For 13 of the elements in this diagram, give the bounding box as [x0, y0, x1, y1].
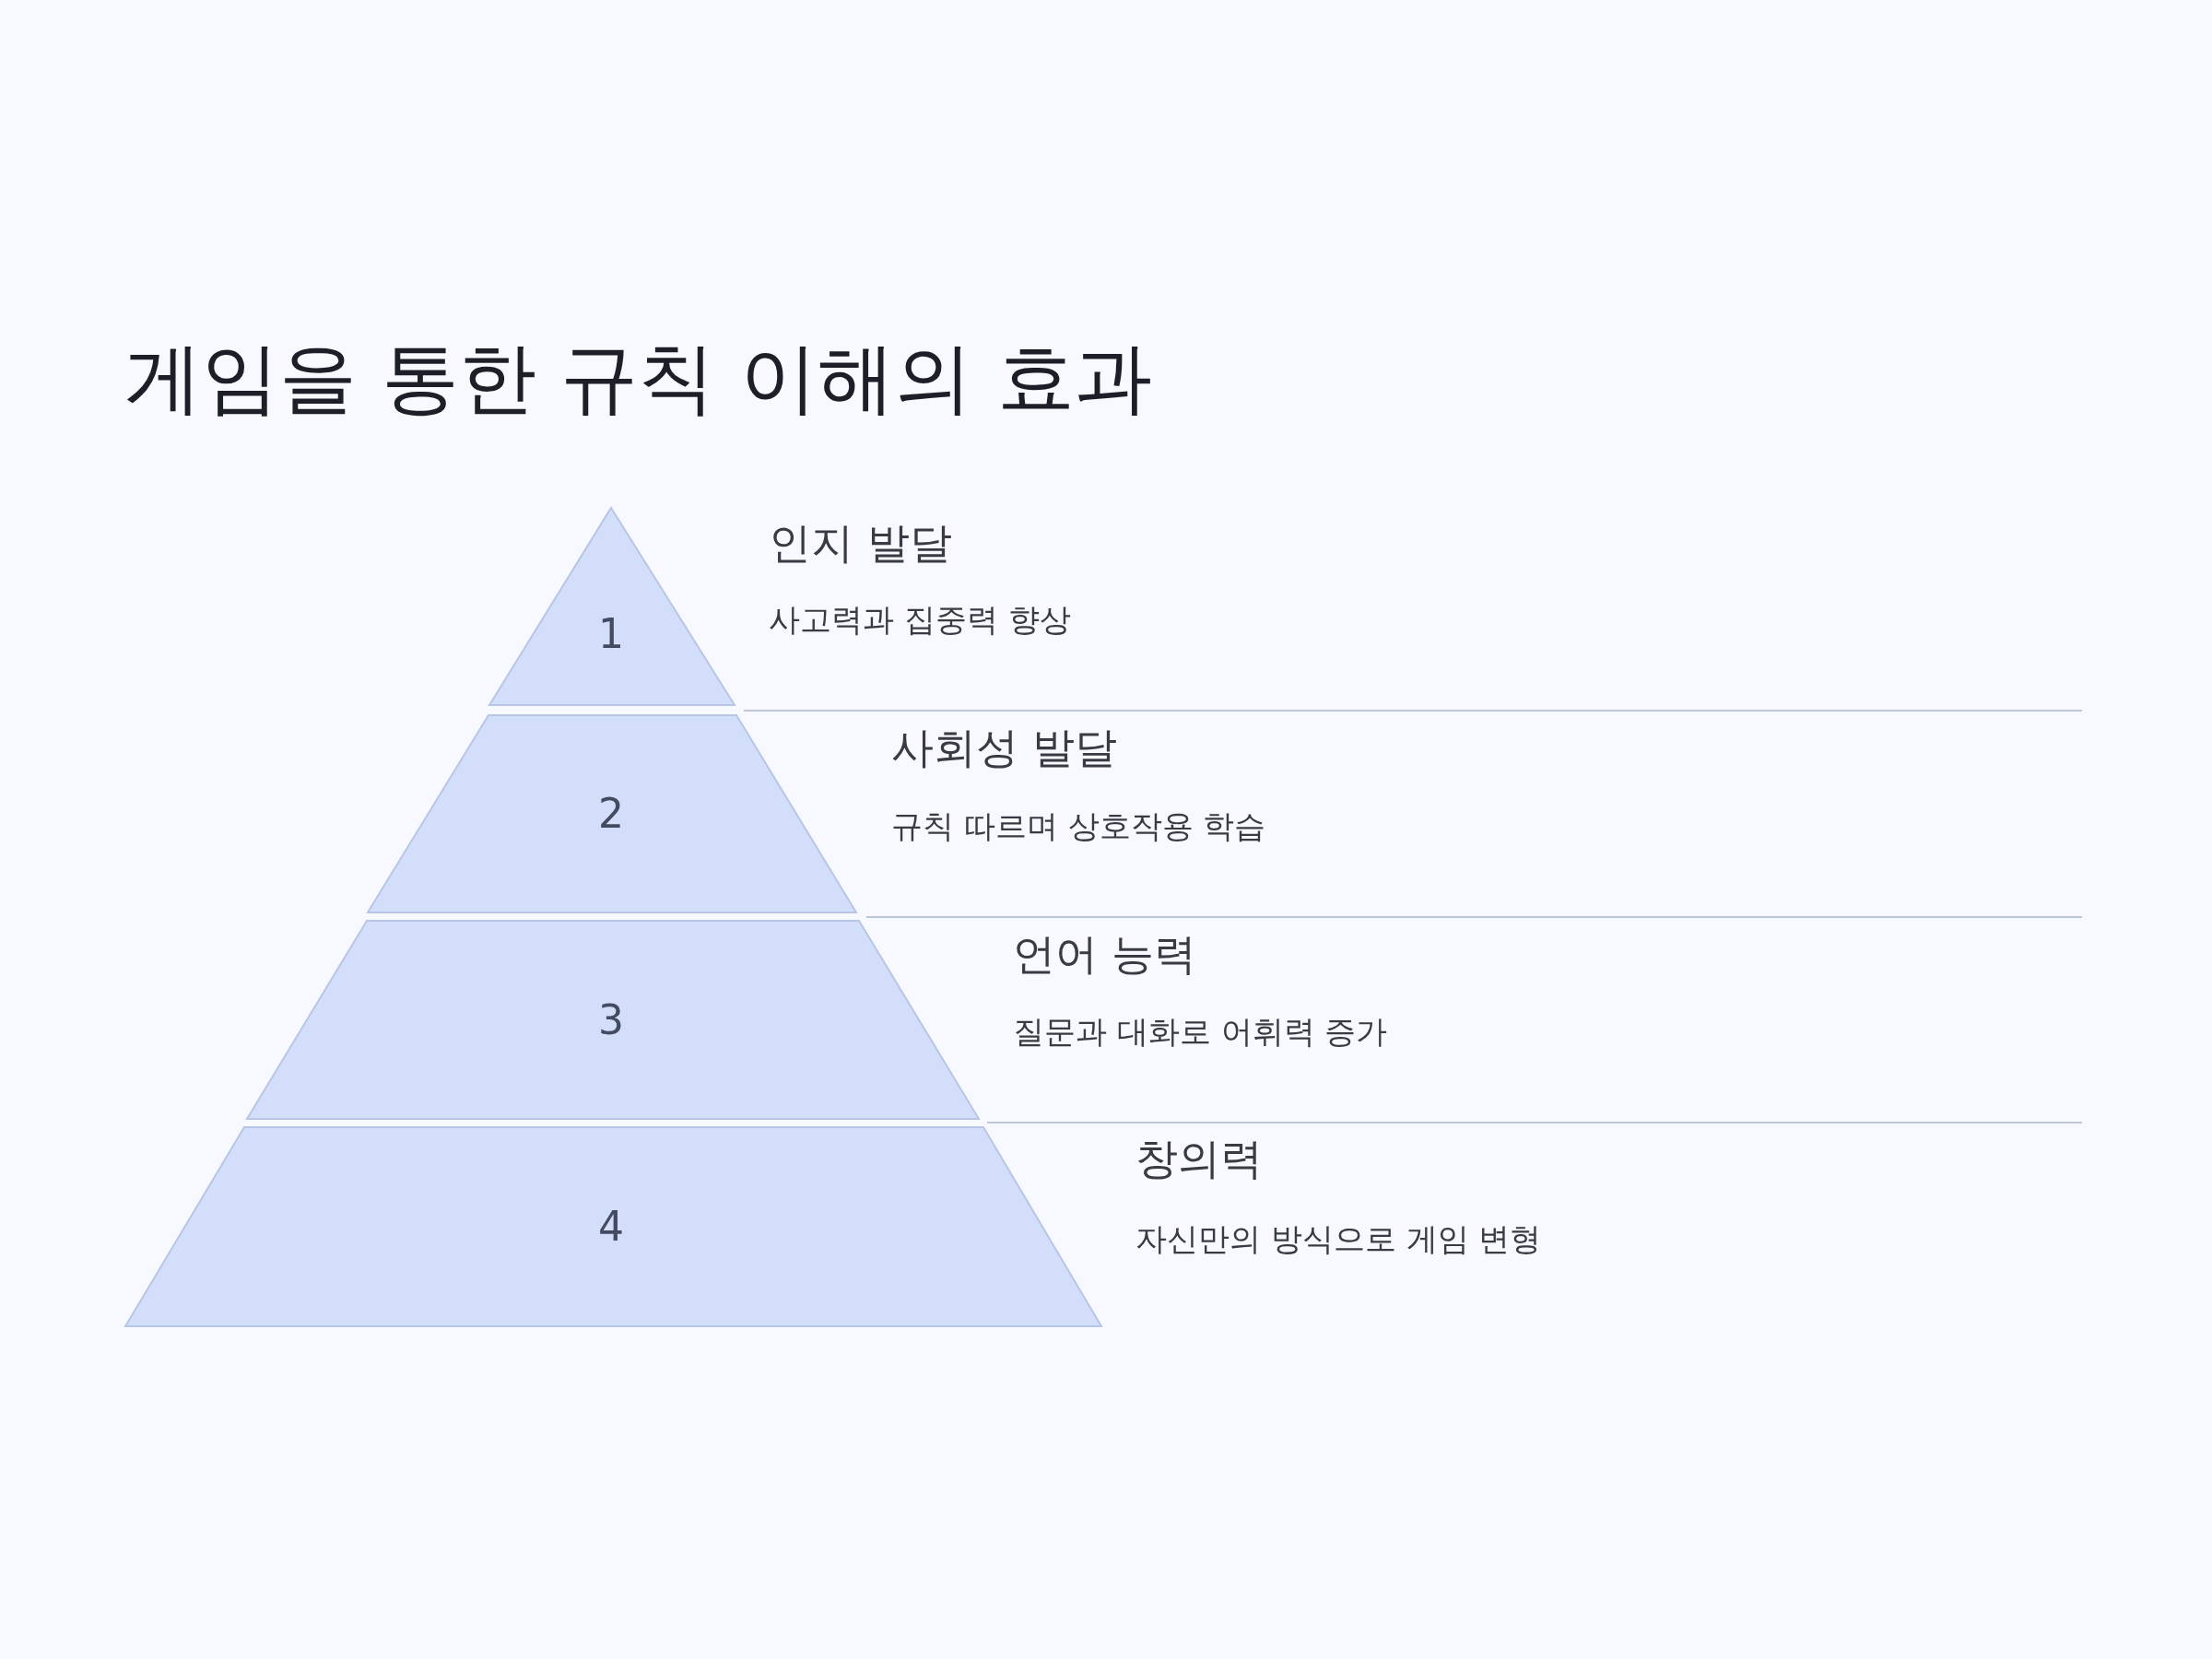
- level-description: 질문과 대화로 어휘력 증가: [1013, 1012, 1388, 1051]
- level-description: 자신만의 방식으로 게임 변형: [1135, 1219, 1542, 1258]
- level-heading: 언어 능력: [1013, 929, 1196, 981]
- level-number: 2: [598, 794, 624, 834]
- title: 게임을 통한 규칙 이해의 효과: [124, 332, 1152, 425]
- level-number: 4: [598, 1206, 624, 1247]
- level-number: 3: [598, 999, 624, 1041]
- level-description: 사고력과 집중력 향상: [769, 600, 1071, 639]
- level-description: 규칙 따르며 상호작용 학습: [891, 806, 1266, 845]
- level-heading: 사회성 발달: [891, 723, 1117, 774]
- level-number: 1: [598, 613, 624, 654]
- level-heading: 창의력: [1135, 1134, 1263, 1185]
- level-heading: 인지 발달: [769, 518, 952, 570]
